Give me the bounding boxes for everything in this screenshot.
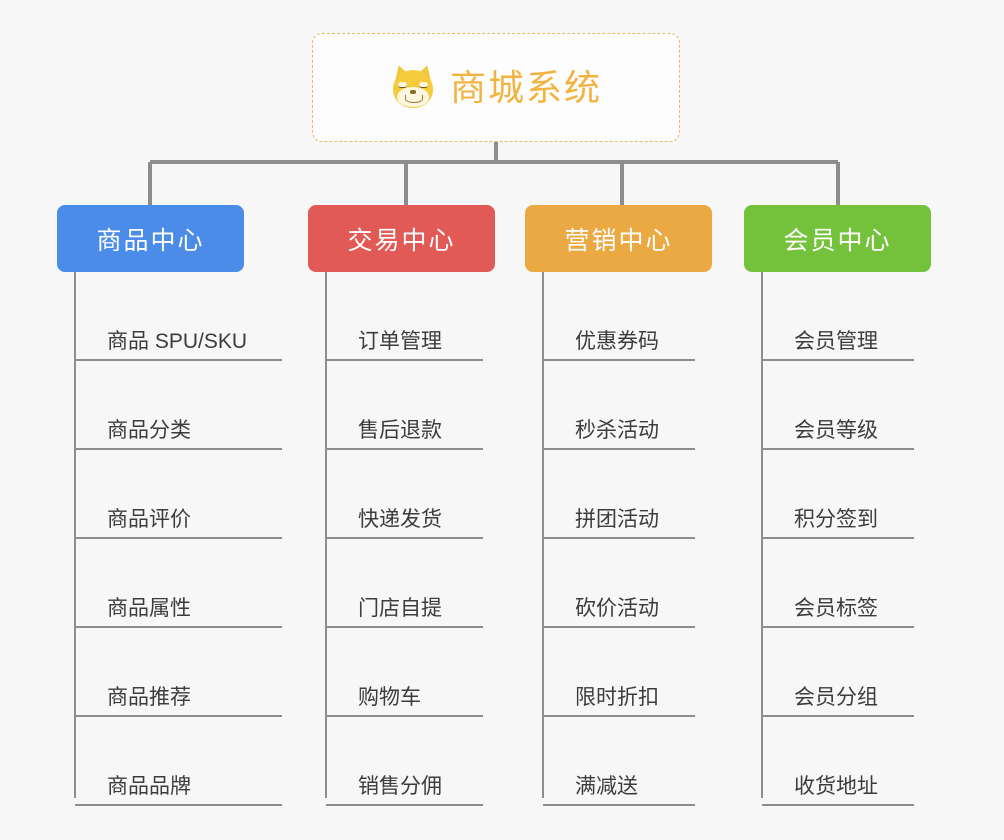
shiba-dog-icon — [390, 62, 436, 111]
leaf-item[interactable]: 会员分组 — [744, 628, 931, 717]
leaf-item-underline — [762, 537, 914, 539]
leaf-item[interactable]: 拼团活动 — [525, 450, 712, 539]
leaf-list-会员中心: 会员管理会员等级积分签到会员标签会员分组收货地址 — [744, 272, 931, 806]
leaf-item[interactable]: 订单管理 — [308, 272, 495, 361]
branch-column-交易中心: 交易中心 订单管理售后退款快递发货门店自提购物车销售分佣 — [308, 205, 495, 806]
leaf-item[interactable]: 售后退款 — [308, 361, 495, 450]
leaf-list-交易中心: 订单管理售后退款快递发货门店自提购物车销售分佣 — [308, 272, 495, 806]
leaf-item-underline — [762, 804, 914, 806]
leaf-item-underline — [326, 804, 483, 806]
root-title: 商城系统 — [449, 66, 602, 108]
leaf-item-underline — [75, 359, 282, 361]
leaf-list-营销中心: 优惠券码秒杀活动拼团活动砍价活动限时折扣满减送 — [525, 272, 712, 806]
leaf-item[interactable]: 商品评价 — [57, 450, 282, 539]
leaf-item[interactable]: 商品品牌 — [57, 717, 282, 806]
leaf-item-underline — [326, 359, 483, 361]
leaf-item-underline — [543, 626, 695, 628]
leaf-item[interactable]: 商品属性 — [57, 539, 282, 628]
leaf-item[interactable]: 快递发货 — [308, 450, 495, 539]
leaf-item[interactable]: 商品 SPU/SKU — [57, 272, 282, 361]
leaf-item[interactable]: 满减送 — [525, 717, 712, 806]
leaf-item-label: 门店自提 — [358, 596, 442, 620]
leaf-item-label: 积分签到 — [794, 507, 878, 531]
leaf-item-label: 秒杀活动 — [575, 418, 659, 442]
leaf-item-underline — [326, 448, 483, 450]
leaf-item-label: 会员标签 — [794, 596, 878, 620]
leaf-item[interactable]: 商品分类 — [57, 361, 282, 450]
leaf-item-label: 拼团活动 — [575, 507, 659, 531]
leaf-item-underline — [543, 715, 695, 717]
leaf-item-label: 商品推荐 — [107, 685, 191, 709]
leaf-item-label: 会员分组 — [794, 685, 878, 709]
leaf-item-label: 限时折扣 — [575, 685, 659, 709]
leaf-item-label: 商品评价 — [107, 507, 191, 531]
branch-column-会员中心: 会员中心 会员管理会员等级积分签到会员标签会员分组收货地址 — [744, 205, 931, 806]
leaf-item[interactable]: 会员等级 — [744, 361, 931, 450]
leaf-item-underline — [543, 537, 695, 539]
leaf-item-label: 销售分佣 — [358, 774, 442, 798]
leaf-item-underline — [326, 626, 483, 628]
branch-header-商品中心[interactable]: 商品中心 — [57, 205, 244, 272]
leaf-item-label: 会员等级 — [794, 418, 878, 442]
leaf-item-label: 收货地址 — [794, 774, 878, 798]
leaf-item[interactable]: 限时折扣 — [525, 628, 712, 717]
leaf-item[interactable]: 会员管理 — [744, 272, 931, 361]
leaf-item[interactable]: 会员标签 — [744, 539, 931, 628]
leaf-item-underline — [75, 804, 282, 806]
leaf-item[interactable]: 购物车 — [308, 628, 495, 717]
root-node[interactable]: 商城系统 — [312, 33, 680, 142]
leaf-item-label: 购物车 — [358, 685, 421, 709]
leaf-item-label: 商品品牌 — [107, 774, 191, 798]
leaf-item-underline — [762, 448, 914, 450]
leaf-item[interactable]: 砍价活动 — [525, 539, 712, 628]
leaf-item-underline — [75, 715, 282, 717]
leaf-item-underline — [75, 448, 282, 450]
leaf-item-underline — [762, 359, 914, 361]
leaf-item-label: 优惠券码 — [575, 329, 659, 353]
leaf-item-label: 会员管理 — [794, 329, 878, 353]
branch-column-营销中心: 营销中心 优惠券码秒杀活动拼团活动砍价活动限时折扣满减送 — [525, 205, 712, 806]
branch-header-会员中心[interactable]: 会员中心 — [744, 205, 931, 272]
leaf-item-underline — [75, 626, 282, 628]
branch-header-交易中心[interactable]: 交易中心 — [308, 205, 495, 272]
leaf-item[interactable]: 商品推荐 — [57, 628, 282, 717]
leaf-item-underline — [543, 804, 695, 806]
leaf-item-label: 砍价活动 — [575, 596, 659, 620]
leaf-item-underline — [326, 537, 483, 539]
leaf-item[interactable]: 优惠券码 — [525, 272, 712, 361]
leaf-item-label: 订单管理 — [358, 329, 442, 353]
leaf-item-label: 商品分类 — [107, 418, 191, 442]
leaf-item-underline — [762, 626, 914, 628]
leaf-item-underline — [75, 537, 282, 539]
leaf-item[interactable]: 销售分佣 — [308, 717, 495, 806]
branch-column-商品中心: 商品中心 商品 SPU/SKU 商品分类商品评价商品属性商品推荐商品品牌 — [57, 205, 282, 806]
leaf-item-label: 快递发货 — [358, 507, 442, 531]
leaf-item-underline — [762, 715, 914, 717]
leaf-item-label: 售后退款 — [358, 418, 442, 442]
leaf-item-underline — [326, 715, 483, 717]
leaf-item[interactable]: 门店自提 — [308, 539, 495, 628]
leaf-item-underline — [543, 359, 695, 361]
leaf-list-商品中心: 商品 SPU/SKU 商品分类商品评价商品属性商品推荐商品品牌 — [57, 272, 282, 806]
leaf-item[interactable]: 收货地址 — [744, 717, 931, 806]
leaf-item-underline — [543, 448, 695, 450]
leaf-item[interactable]: 积分签到 — [744, 450, 931, 539]
branch-header-营销中心[interactable]: 营销中心 — [525, 205, 712, 272]
leaf-item[interactable]: 秒杀活动 — [525, 361, 712, 450]
leaf-item-label: 商品 SPU/SKU — [107, 329, 248, 353]
leaf-item-label: 商品属性 — [107, 596, 191, 620]
leaf-item-label: 满减送 — [575, 774, 638, 798]
